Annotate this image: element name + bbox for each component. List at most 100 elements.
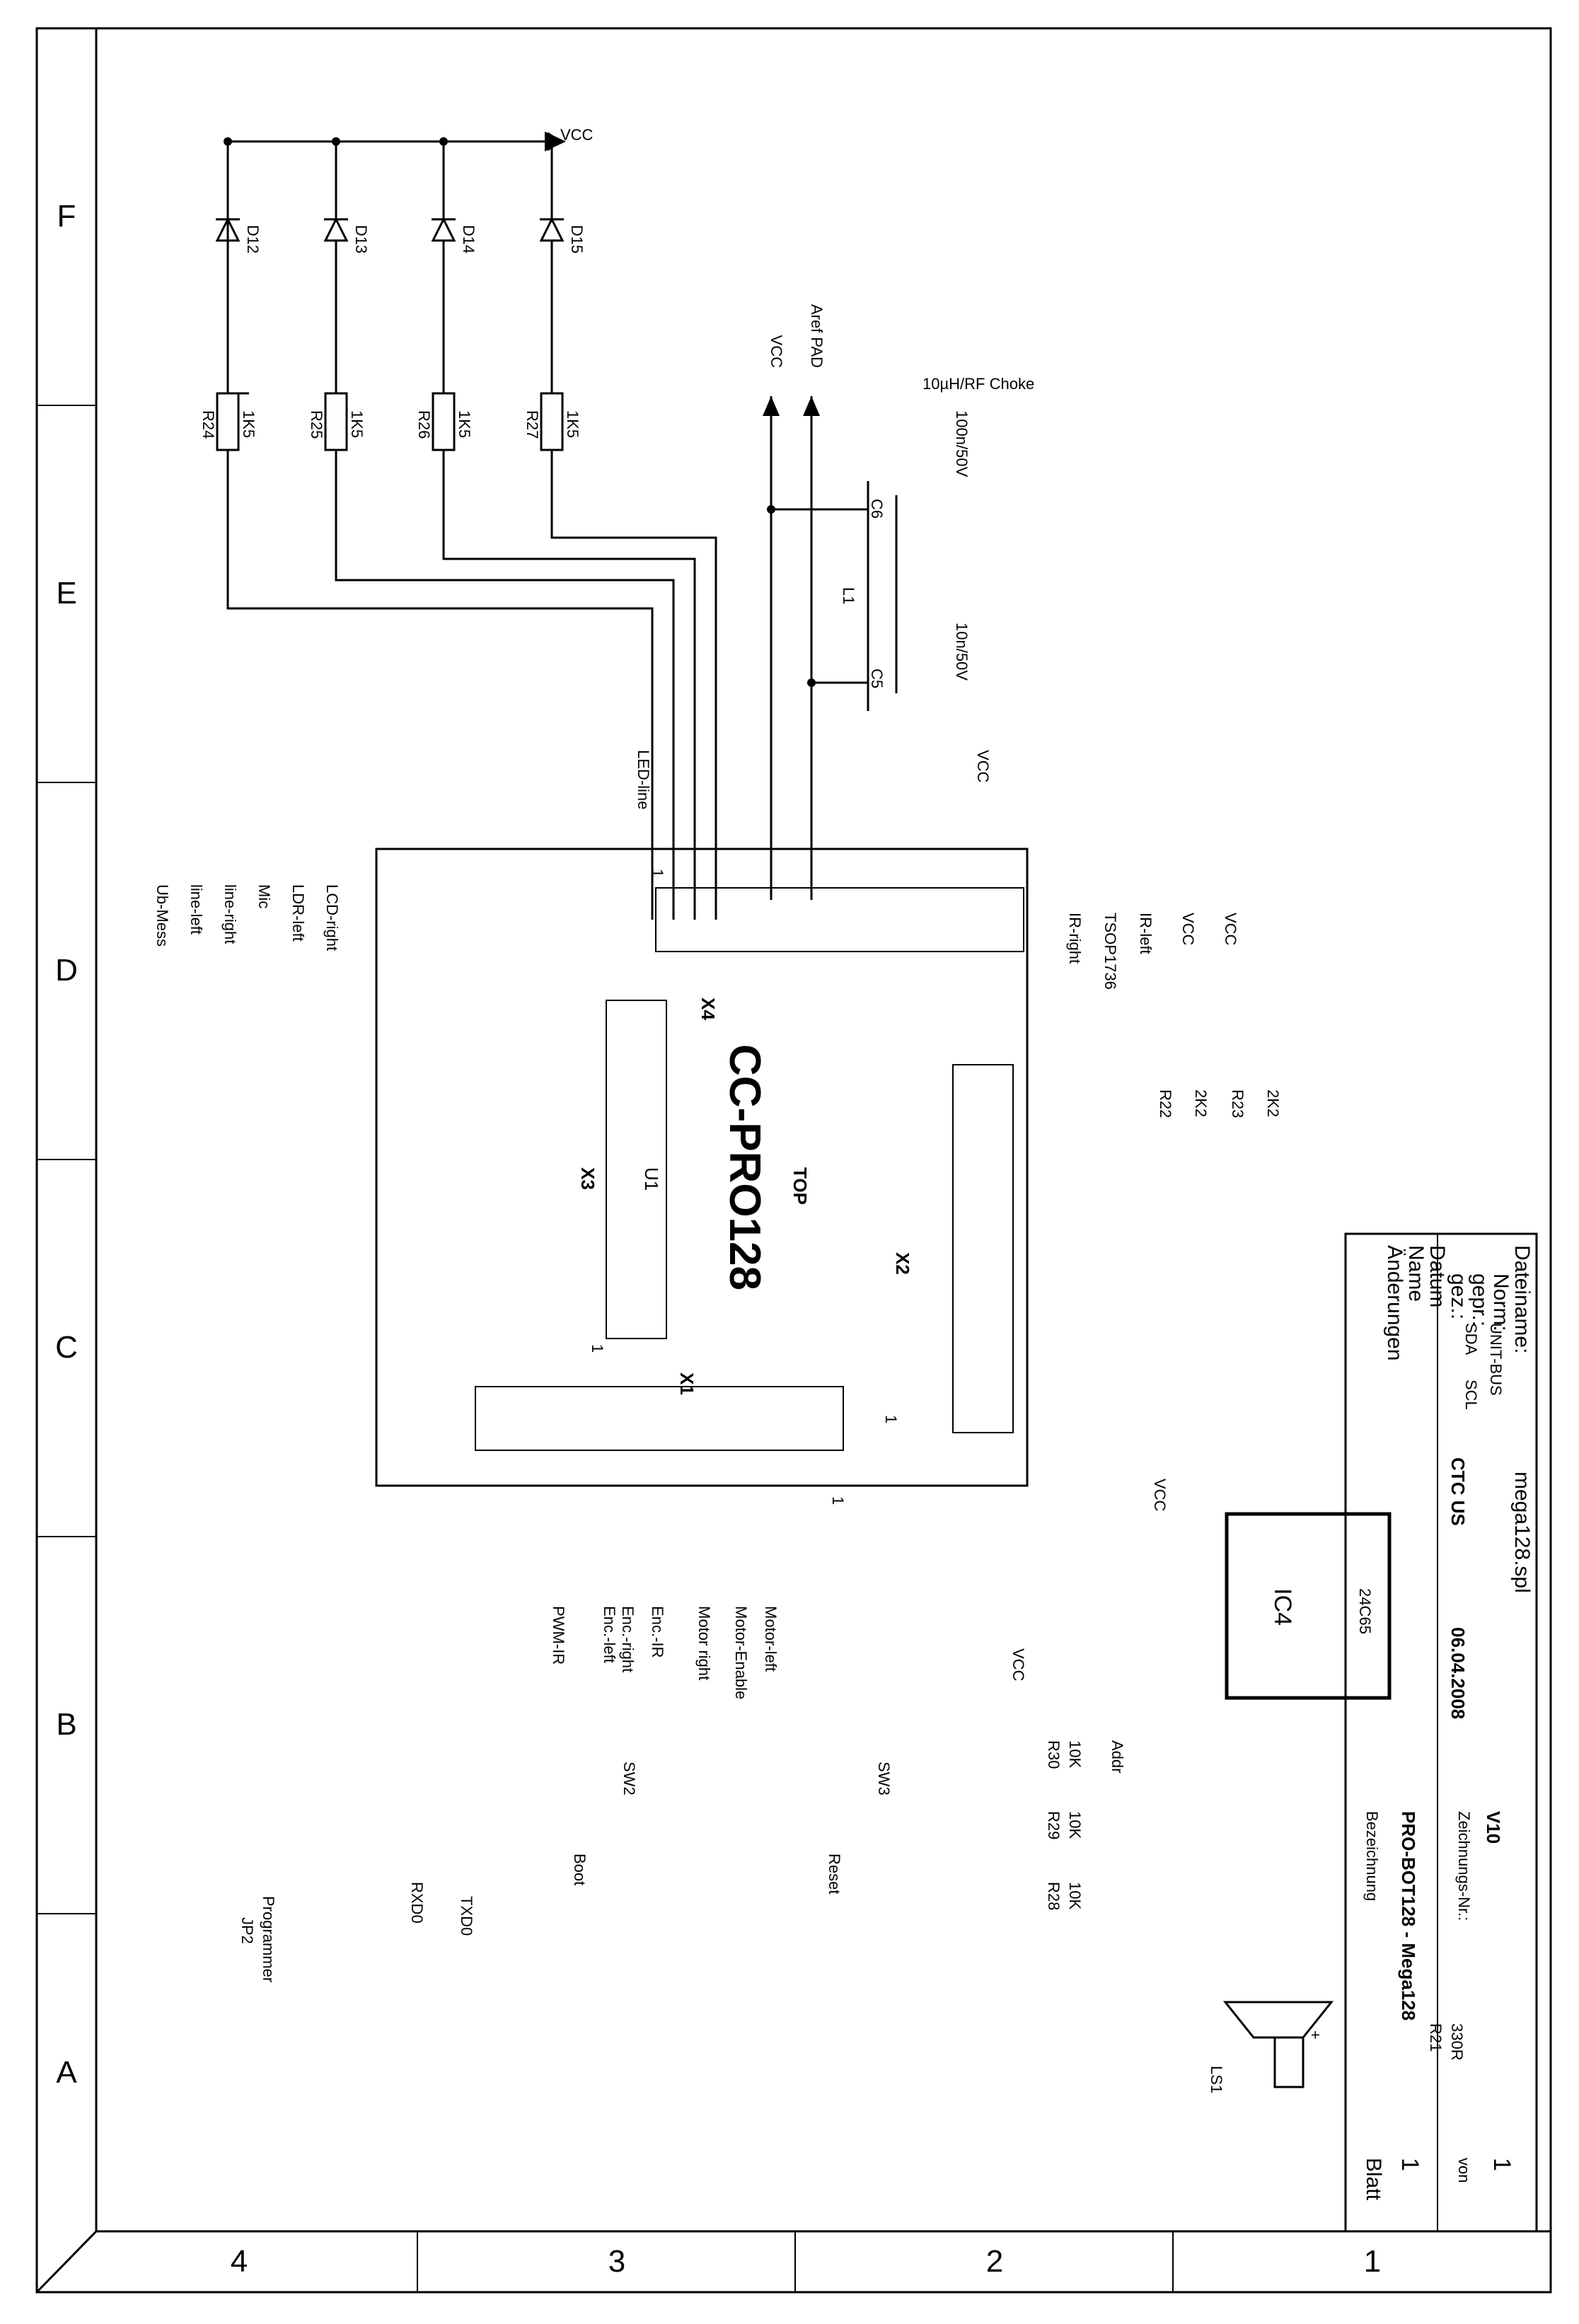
d13-label: D13: [352, 225, 370, 253]
sw3-label: SW3: [875, 1762, 893, 1796]
ls1-plus: +: [1307, 2030, 1324, 2040]
row-label-d: D: [55, 953, 78, 988]
tb-aenderungen: Änderungen: [1383, 1245, 1406, 1360]
r24-value: 1K5: [240, 410, 258, 438]
r29-value: 10K: [1066, 1811, 1084, 1839]
r27-value: 1K5: [564, 410, 582, 438]
row-label-e: E: [56, 576, 76, 611]
x3-label: X3: [577, 1167, 598, 1190]
x3-pin1: 1: [589, 1344, 606, 1353]
tb-gez-name: CTC US: [1447, 1457, 1469, 1526]
row-label-f: F: [57, 199, 76, 233]
vcc-label-ic4: VCC: [1151, 1479, 1169, 1512]
x2-nets: IR-right TSOP1736 IR-left VCC VCC R22 2K…: [1066, 913, 1282, 1118]
net-motor-right: Motor right: [695, 1606, 713, 1680]
tb-name: Name: [1404, 1245, 1428, 1302]
r23-value: 2K2: [1264, 1089, 1282, 1117]
vcc-label-addr: VCC: [1010, 1648, 1027, 1682]
r30-label: R30: [1045, 1740, 1063, 1769]
jp2-label: JP2: [238, 1917, 256, 1944]
r28-label: R28: [1045, 1882, 1063, 1910]
aref-filter: VCC Aref PAD L1 10µH/RF Choke C6 100n/50…: [763, 304, 1034, 900]
net-ub-mess: Ub-Mess: [154, 884, 171, 947]
tb-von-label: von: [1455, 2158, 1473, 2183]
led-labels: D12 D13 D14 D15 R24 1K5 R25 1K5 R26 1K5 …: [199, 225, 586, 439]
tb-von: 1: [1488, 2158, 1515, 2171]
r26-value: 1K5: [456, 410, 473, 438]
speaker-ls1: LS1 + R21 330R: [1208, 2001, 1466, 2093]
net-motor-left: Motor-left: [762, 1606, 780, 1672]
net-boot: Boot: [571, 1854, 589, 1885]
ic4-eeprom: IC4 24C65 VCC VCC Addr R28 10K R29 10K R…: [1010, 1323, 1505, 1910]
net-lcd-right: LCD-right: [323, 884, 341, 951]
tb-gepr: gepr.:: [1468, 1273, 1491, 1326]
x1-label: X1: [676, 1372, 698, 1395]
col-label-3: 3: [608, 2244, 625, 2279]
tb-dateiname: mega128.spl: [1510, 1472, 1534, 1593]
frame-grid-labels: F E D C B A 1 2 3 4: [55, 199, 1381, 2279]
tb-dateiname-label: Dateiname:: [1510, 1245, 1534, 1353]
c5-value: 10n/50V: [953, 623, 971, 681]
tb-gez-datum: 06.04.2008: [1447, 1627, 1469, 1719]
r27-label: R27: [524, 410, 541, 439]
row-label-b: B: [56, 1707, 76, 1742]
ic4-value: 24C65: [1356, 1588, 1374, 1634]
tb-norm: Norm:: [1489, 1273, 1513, 1331]
net-enc-left: Enc.-left: [601, 1606, 618, 1663]
vcc-label-x4: VCC: [974, 750, 992, 783]
net-led-line: LED-line: [635, 750, 652, 809]
d12-label: D12: [244, 225, 262, 253]
r24-label: R24: [199, 410, 217, 439]
net-line-left: line-left: [187, 884, 205, 935]
c6-value: 100n/50V: [953, 410, 971, 478]
unitbus-label: UNIT-BUS: [1487, 1323, 1505, 1396]
module-ref: U1: [641, 1167, 662, 1191]
net-ir-right: IR-right: [1066, 913, 1084, 964]
header-x3: X3 1: [577, 1000, 667, 1353]
vcc-label-led: VCC: [560, 126, 594, 144]
net-ldr-left: LDR-left: [289, 884, 307, 942]
sda-label: SDA: [1462, 1323, 1480, 1355]
x1-nets: PWM-IR Enc.-left Enc.-right Enc.-IR Moto…: [238, 1606, 893, 1982]
led-section: VCC: [215, 126, 717, 920]
tb-blatt-label: Blatt: [1362, 2158, 1385, 2201]
d15-label: D15: [568, 225, 586, 253]
x4-pin1: 1: [649, 869, 666, 877]
net-ir-left: IR-left: [1137, 913, 1155, 954]
tb-bezeichnung: PRO-BOT128 - Mega128: [1398, 1811, 1419, 2021]
module-name: CC-PRO128: [720, 1044, 769, 1290]
aref-label: Aref PAD: [808, 304, 826, 368]
net-tsop1736: TSOP1736: [1101, 913, 1119, 990]
net-line-right: line-right: [221, 884, 239, 944]
ic4-label: IC4: [1269, 1588, 1296, 1626]
x4-label: X4: [698, 998, 719, 1020]
module-side: TOP: [790, 1167, 811, 1205]
tb-bezeichnung-label: Bezeichnung: [1363, 1811, 1381, 1901]
col-label-1: 1: [1364, 2244, 1381, 2279]
net-enc-right: Enc.-right: [619, 1606, 637, 1672]
r30-value: 10K: [1066, 1740, 1084, 1768]
net-motor-enable: Motor-Enable: [732, 1606, 750, 1699]
l1-label: L1: [840, 587, 857, 604]
x2-label: X2: [892, 1252, 913, 1275]
drawing-frame: [35, 27, 1552, 2294]
tb-datum: Datum: [1425, 1245, 1449, 1307]
d14-label: D14: [460, 225, 478, 253]
r21-value: 330R: [1448, 2023, 1466, 2061]
net-mic: Mic: [255, 884, 273, 908]
r22-label: R22: [1157, 1089, 1174, 1118]
r29-label: R29: [1045, 1811, 1063, 1839]
l1-value: 10µH/RF Choke: [922, 375, 1034, 393]
r23-label: R23: [1229, 1089, 1247, 1118]
row-label-c: C: [55, 1330, 78, 1365]
x2-pin1: 1: [882, 1415, 900, 1423]
net-rxd0: RXD0: [408, 1882, 426, 1924]
c6-label: C6: [868, 499, 886, 519]
u1-module: CC-PRO128 U1 TOP: [375, 848, 1029, 1487]
net-enc-ir: Enc.-IR: [649, 1606, 666, 1658]
net-reset: Reset: [826, 1854, 843, 1894]
tb-blatt: 1: [1396, 2158, 1423, 2171]
ls1-label: LS1: [1208, 2066, 1225, 2093]
title-block: Änderungen Name Datum gez.: gepr.: Norm:…: [1344, 1232, 1538, 2233]
